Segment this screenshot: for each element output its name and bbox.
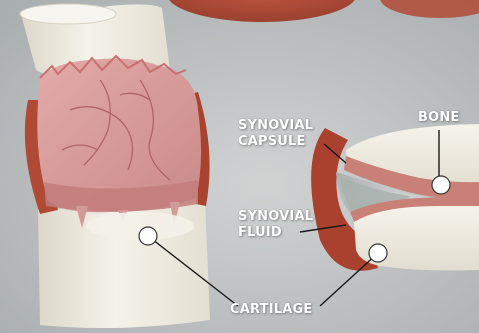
label-cartilage: CARTILAGE bbox=[230, 302, 312, 318]
label-synovial-fluid-line2: FLUID bbox=[238, 225, 313, 241]
right-joint bbox=[311, 124, 479, 271]
label-bone: BONE bbox=[418, 110, 460, 126]
left-cartilage-marker bbox=[139, 227, 157, 245]
bone-marker bbox=[432, 176, 450, 194]
right-cartilage-marker bbox=[369, 244, 387, 262]
label-synovial-fluid: SYNOVIAL FLUID bbox=[238, 209, 313, 241]
label-synovial-fluid-line1: SYNOVIAL bbox=[238, 209, 313, 225]
label-synovial-capsule-line2: CAPSULE bbox=[238, 134, 313, 150]
label-synovial-capsule: SYNOVIAL CAPSULE bbox=[238, 118, 313, 150]
label-synovial-capsule-line1: SYNOVIAL bbox=[238, 118, 313, 134]
bone-top-opening bbox=[20, 4, 116, 24]
